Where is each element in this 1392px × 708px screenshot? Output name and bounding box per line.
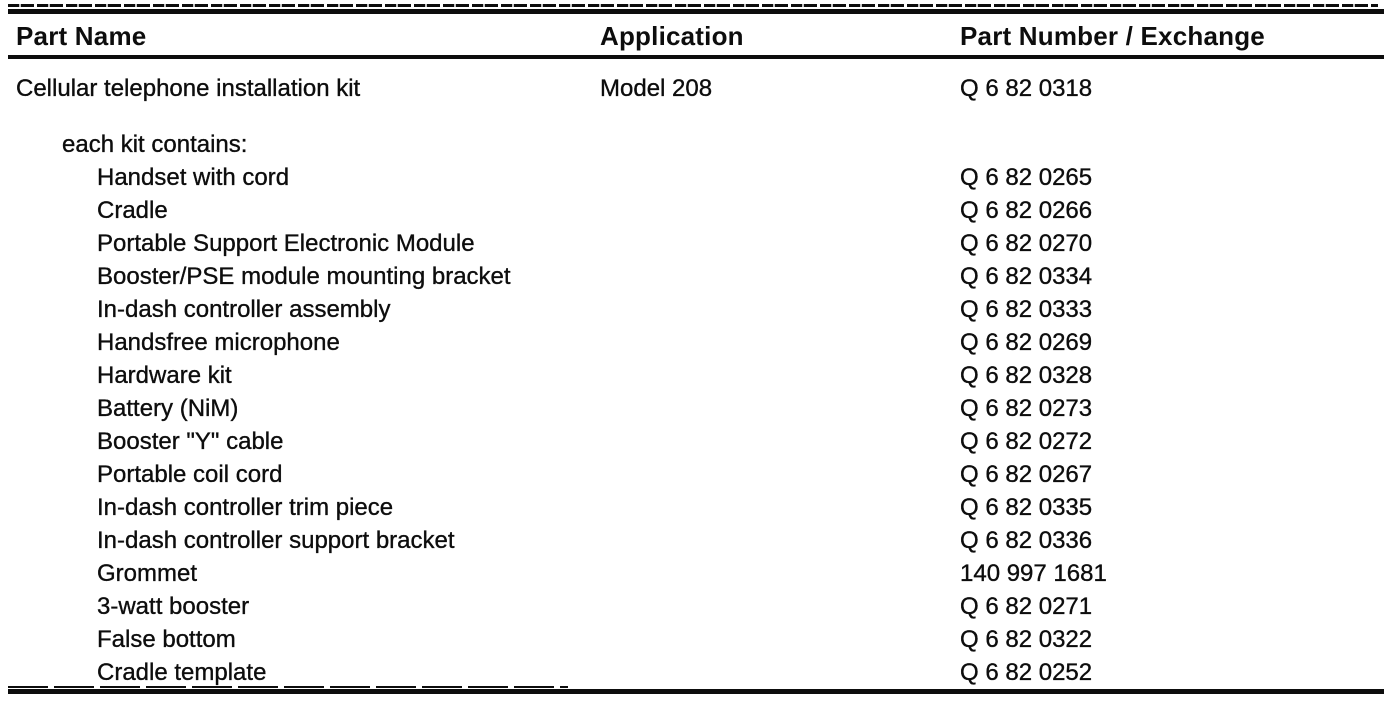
part-name-cell: Portable Support Electronic Module <box>97 230 475 257</box>
top-rule-thick <box>8 9 1384 14</box>
application-cell <box>600 557 960 590</box>
part-name-cell: In-dash controller trim piece <box>97 494 394 521</box>
table-row: In-dash controller support bracket Q 6 8… <box>0 524 1392 557</box>
part-number-cell: 140 997 1681 <box>960 560 1107 587</box>
part-number-cell: Q 6 82 0318 <box>960 75 1093 102</box>
application-cell <box>600 194 960 227</box>
application-cell <box>600 623 960 656</box>
part-name-cell: each kit contains: <box>62 131 248 158</box>
top-rule-thin <box>8 4 1378 7</box>
part-number-cell: Q 6 82 0252 <box>960 659 1093 686</box>
application-cell <box>600 425 960 458</box>
part-name-cell: Grommet <box>97 560 198 587</box>
part-number-cell: Q 6 82 0269 <box>960 329 1093 356</box>
table-row: 3-watt booster Q 6 82 0271 <box>0 590 1392 623</box>
application-cell <box>600 524 960 557</box>
part-number-cell: Q 6 82 0266 <box>960 197 1093 224</box>
table-row: Cellular telephone installation kit Mode… <box>0 72 1392 105</box>
part-number-cell: Q 6 82 0333 <box>960 296 1093 323</box>
part-number-cell: Q 6 82 0328 <box>960 362 1093 389</box>
application-cell <box>600 260 960 293</box>
header-separator-rule <box>8 55 1384 59</box>
part-name-cell: Cellular telephone installation kit <box>16 75 361 102</box>
part-name-cell: Booster/PSE module mounting bracket <box>97 263 511 290</box>
part-number-cell: Q 6 82 0322 <box>960 626 1093 653</box>
parts-table: Cellular telephone installation kit Mode… <box>0 58 1392 689</box>
part-name-cell: Booster "Y" cable <box>97 428 284 455</box>
table-row: Battery (NiM) Q 6 82 0273 <box>0 392 1392 425</box>
part-number-cell: Q 6 82 0270 <box>960 230 1093 257</box>
application-cell <box>600 458 960 491</box>
application-cell <box>600 227 960 260</box>
application-cell <box>600 491 960 524</box>
column-header-application: Application <box>600 21 744 51</box>
bottom-rule-thin <box>8 686 568 688</box>
part-number-cell: Q 6 82 0336 <box>960 527 1093 554</box>
part-number-cell: Q 6 82 0272 <box>960 428 1093 455</box>
application-cell <box>600 128 960 161</box>
part-number-cell: Q 6 82 0267 <box>960 461 1093 488</box>
column-header-part-number: Part Number / Exchange <box>960 21 1265 51</box>
table-row: Booster "Y" cable Q 6 82 0272 <box>0 425 1392 458</box>
table-row: False bottom Q 6 82 0322 <box>0 623 1392 656</box>
table-row: In-dash controller assembly Q 6 82 0333 <box>0 293 1392 326</box>
part-name-cell: Handset with cord <box>97 164 290 191</box>
application-cell: Model 208 <box>600 75 713 102</box>
part-number-cell <box>960 128 1392 161</box>
part-name-cell: Portable coil cord <box>97 461 283 488</box>
table-header-row: Part Name Application Part Number / Exch… <box>0 22 1392 50</box>
part-name-cell: Hardware kit <box>97 362 232 389</box>
application-cell <box>600 392 960 425</box>
table-row: Grommet 140 997 1681 <box>0 557 1392 590</box>
application-cell <box>600 326 960 359</box>
part-number-cell: Q 6 82 0265 <box>960 164 1093 191</box>
table-row: Handset with cord Q 6 82 0265 <box>0 161 1392 194</box>
application-cell <box>600 359 960 392</box>
table-row: Portable coil cord Q 6 82 0267 <box>0 458 1392 491</box>
table-row: each kit contains: <box>0 128 1392 161</box>
part-name-cell: Handsfree microphone <box>97 329 340 356</box>
table-row: Booster/PSE module mounting bracket Q 6 … <box>0 260 1392 293</box>
part-name-cell: Cradle template <box>97 659 267 686</box>
table-row: Cradle Q 6 82 0266 <box>0 194 1392 227</box>
table-row: Portable Support Electronic Module Q 6 8… <box>0 227 1392 260</box>
column-header-part-name: Part Name <box>16 21 147 51</box>
part-name-cell: 3-watt booster <box>97 593 250 620</box>
application-cell <box>600 161 960 194</box>
part-name-cell: Cradle <box>97 197 168 224</box>
part-number-cell: Q 6 82 0271 <box>960 593 1093 620</box>
table-row: Handsfree microphone Q 6 82 0269 <box>0 326 1392 359</box>
part-name-cell: In-dash controller support bracket <box>97 527 455 554</box>
table-row: In-dash controller trim piece Q 6 82 033… <box>0 491 1392 524</box>
part-name-cell: In-dash controller assembly <box>97 296 391 323</box>
application-cell <box>600 656 960 689</box>
part-name-cell: False bottom <box>97 626 236 653</box>
bottom-rule-thick <box>8 689 1384 694</box>
table-row: Cradle template Q 6 82 0252 <box>0 656 1392 689</box>
part-number-cell: Q 6 82 0273 <box>960 395 1093 422</box>
application-cell <box>600 590 960 623</box>
application-cell <box>600 293 960 326</box>
part-name-cell: Battery (NiM) <box>97 395 239 422</box>
part-number-cell: Q 6 82 0335 <box>960 494 1093 521</box>
part-number-cell: Q 6 82 0334 <box>960 263 1093 290</box>
table-row: Hardware kit Q 6 82 0328 <box>0 359 1392 392</box>
